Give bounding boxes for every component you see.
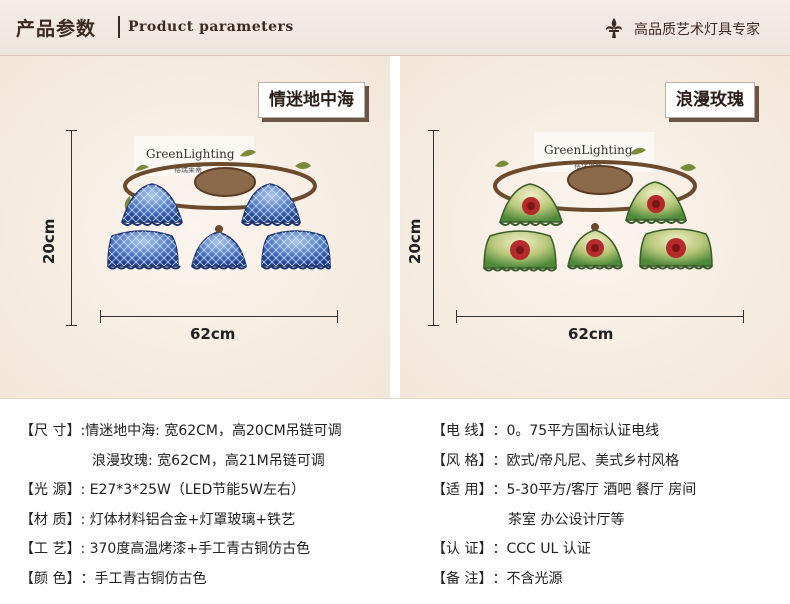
height-label: 20cm: [40, 218, 58, 264]
spec-key: 【材 质】: [20, 511, 81, 528]
section-title-en: Product parameters: [128, 19, 294, 35]
spec-row-certification: 【认 证】 ：CCC UL 认证: [432, 538, 782, 568]
spec-row-size: 【尺 寸】 :情迷地中海: 宽62CM，高20CM吊链可调: [20, 420, 410, 450]
spec-row-note: 【备 注】 ：不含光源: [432, 568, 782, 598]
brand-slogan: 高品质艺术灯具专家: [634, 22, 760, 38]
spec-value: ：0。75平方国标认证电线: [492, 423, 660, 439]
spec-key: 【适 用】: [432, 482, 493, 498]
spec-value: ：手工青古铜仿古色: [80, 570, 207, 587]
section-rule: [0, 398, 790, 399]
spec-value: ：不含光源: [492, 570, 563, 587]
spec-value: : 灯体材料铝合金+灯罩玻璃+铁艺: [80, 511, 296, 528]
fleur-de-lis-icon: [606, 18, 622, 38]
rose-shade: [483, 230, 557, 272]
spec-row-application: 【适 用】 ：5-30平方/客厅 酒吧 餐厅 房间: [432, 479, 782, 509]
spec-value: 茶室 办公设计厅等: [508, 511, 625, 528]
rose-shade: [567, 229, 623, 270]
spec-key: 【尺 寸】: [20, 423, 81, 439]
width-dimension-line: [456, 310, 744, 323]
rose-shade: [639, 228, 713, 270]
watermark-subtext: 格瑞莱蒂: [174, 165, 202, 174]
height-dimension-line: [66, 130, 77, 326]
section-title-cn: 产品参数: [16, 18, 97, 40]
watermark-subtext: 格瑞莱蒂: [574, 161, 602, 170]
spec-value: ：5-30平方/客厅 酒吧 餐厅 房间: [492, 482, 697, 498]
spec-value: 浪漫玫瑰: 宽62CM，高21M吊链可调: [92, 452, 325, 469]
width-label: 62cm: [568, 325, 614, 343]
product-tag-mediterranean: 情迷地中海: [258, 82, 365, 118]
rose-shade: [498, 183, 564, 226]
product-tag-rose: 浪漫玫瑰: [665, 82, 755, 118]
spec-value: : E27*3*25W（LED节能5W左右）: [80, 482, 306, 498]
height-label: 20cm: [406, 218, 424, 264]
spec-key: 【颜 色】: [20, 570, 81, 587]
rose-shade: [625, 181, 688, 224]
spec-row-style: 【风 格】 ：欧式/帝凡尼、美式乡村风格: [432, 450, 782, 480]
spec-value: ：CCC UL 认证: [492, 541, 591, 557]
height-dimension-line: [428, 130, 439, 326]
spec-key: 【工 艺】: [20, 541, 81, 557]
spec-key: 【备 注】: [432, 570, 493, 587]
spec-row-craft: 【工 艺】 : 370度高温烤漆+手工青古铜仿古色: [20, 538, 410, 568]
mediterranean-lamp-image: GreenLighting 格瑞莱蒂: [107, 136, 331, 270]
spec-key: 【认 证】: [432, 541, 493, 557]
product-panel-rose: 浪漫玫瑰 20cm 62cm GreenLighting 格瑞莱蒂: [400, 56, 790, 398]
width-label: 62cm: [190, 325, 236, 343]
spec-row-light-source: 【光 源】 : E27*3*25W（LED节能5W左右）: [20, 479, 410, 509]
spec-key: 【电 线】: [432, 423, 493, 439]
spec-row-color: 【颜 色】 ：手工青古铜仿古色: [20, 568, 410, 598]
rose-lamp-image: GreenLighting 格瑞莱蒂: [483, 132, 713, 272]
header-bar: 产品参数 Product parameters 高品质艺术灯具专家: [0, 0, 790, 56]
title-separator: [118, 16, 120, 38]
watermark-text: GreenLighting: [544, 143, 633, 157]
watermark-text: GreenLighting: [146, 147, 235, 161]
spec-row-application-continued: 茶室 办公设计厅等: [432, 509, 782, 539]
spec-row-material: 【材 质】 : 灯体材料铝合金+灯罩玻璃+铁艺: [20, 509, 410, 539]
spec-row-size-continued: 浪漫玫瑰: 宽62CM，高21M吊链可调: [20, 450, 410, 480]
spec-row-wire: 【电 线】 ：0。75平方国标认证电线: [432, 420, 782, 450]
spec-key: 【风 格】: [432, 452, 493, 469]
width-dimension-line: [100, 310, 338, 323]
product-panel-mediterranean: 情迷地中海 20cm 62cm GreenLighting 格瑞莱蒂: [0, 56, 390, 398]
spec-value: : 370度高温烤漆+手工青古铜仿古色: [80, 541, 311, 557]
specs-column-left: 【尺 寸】 :情迷地中海: 宽62CM，高20CM吊链可调 浪漫玫瑰: 宽62C…: [20, 420, 410, 597]
spec-value: ：欧式/帝凡尼、美式乡村风格: [492, 452, 680, 469]
spec-key: 【光 源】: [20, 482, 81, 498]
specs-column-right: 【电 线】 ：0。75平方国标认证电线 【风 格】 ：欧式/帝凡尼、美式乡村风格…: [432, 420, 782, 597]
spec-value: :情迷地中海: 宽62CM，高20CM吊链可调: [80, 423, 342, 439]
panel-divider: [390, 56, 400, 398]
